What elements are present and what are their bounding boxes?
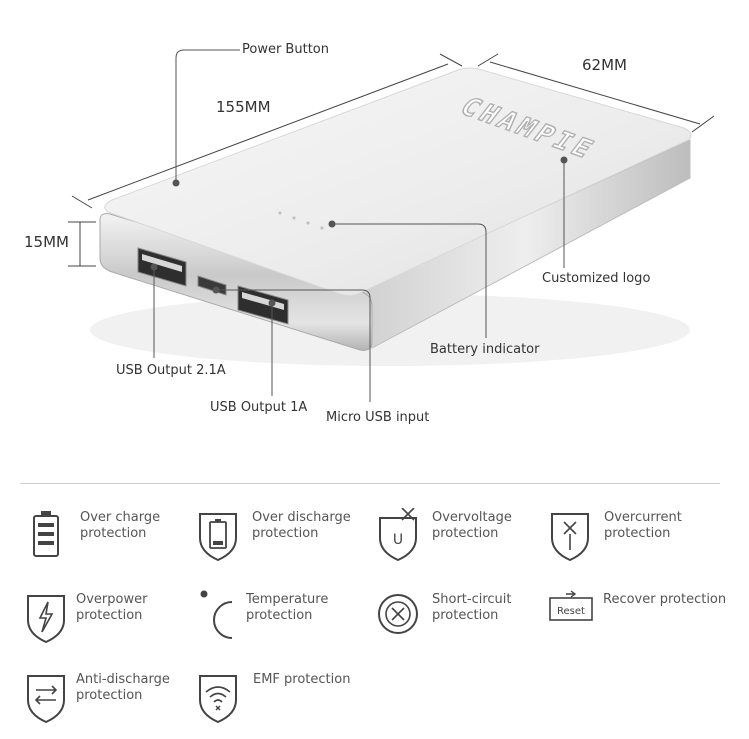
callout-battery-indicator (328, 220, 487, 338)
temperature-icon (200, 590, 233, 639)
svg-text:Reset: Reset (557, 606, 585, 617)
power-button-label: Power Button (242, 42, 329, 57)
device-side-front (99, 213, 373, 351)
callout-usb-2a (150, 263, 158, 358)
callout-micro-usb (212, 286, 371, 402)
height-dimension-label: 15MM (24, 233, 69, 251)
section-divider (20, 483, 720, 484)
callout-power-button (172, 49, 240, 187)
usb-port-2a (137, 247, 187, 287)
indicator-dot (320, 226, 324, 230)
battery-full-icon (33, 511, 59, 557)
shield-current-icon (551, 513, 589, 562)
feature-recover: Reset Recover protection (548, 590, 738, 650)
shield-u-icon: U (379, 508, 417, 562)
dimension-height-line (68, 221, 96, 267)
callout-logo (560, 156, 568, 268)
customized-logo-label: Customized logo (542, 271, 651, 286)
indicator-dot (306, 221, 310, 225)
battery-low-shield-icon (199, 513, 237, 562)
feature-emf: EMF protection (196, 670, 374, 730)
usb-output-21-label: USB Output 2.1A (116, 363, 226, 378)
callout-usb-1a (268, 299, 276, 396)
dimension-length-line (71, 53, 463, 209)
feature-text: EMF protection (253, 672, 351, 687)
width-dimension-label: 62MM (582, 56, 627, 74)
shield-lightning-icon (27, 595, 65, 644)
indicator-dot (278, 211, 282, 215)
micro-usb-label: Micro USB input (326, 410, 430, 425)
length-dimension-label: 155MM (216, 98, 271, 116)
dimension-width-line (477, 53, 715, 133)
power-bank-illustration: CHAMPIE (68, 49, 715, 402)
indicator-dot (292, 216, 296, 220)
short-circuit-icon (378, 594, 418, 634)
shield-arrows-icon (27, 675, 65, 724)
usb-output-1-label: USB Output 1A (210, 400, 308, 415)
shield-wifi-icon (199, 675, 237, 724)
svg-text:U: U (393, 532, 403, 548)
reset-icon: Reset (549, 590, 593, 621)
product-diagram: CHAMPIE (24, 42, 715, 425)
battery-indicator-label: Battery indicator (430, 342, 540, 357)
device-top-face (104, 67, 692, 297)
feature-text: Recover protection (603, 592, 727, 607)
